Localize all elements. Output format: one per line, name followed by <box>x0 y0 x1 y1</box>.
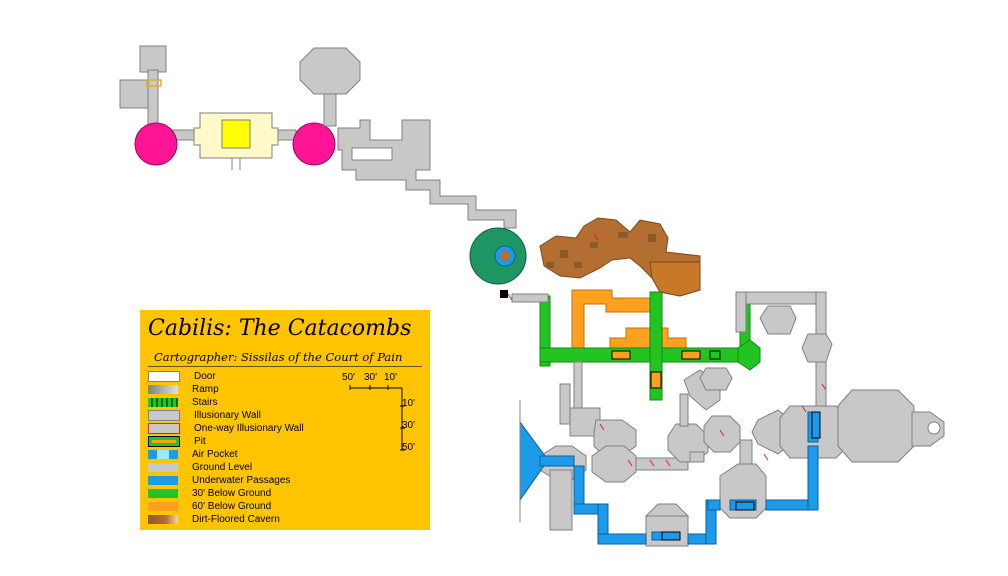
pits <box>611 350 701 389</box>
nw-door <box>146 79 162 87</box>
map-title: Cabilis: The Catacombs <box>148 316 412 341</box>
central-corridors <box>299 47 517 229</box>
legend-item-underwater: Underwater Passages <box>148 474 328 487</box>
scale-y-label: 30' <box>402 420 416 431</box>
legend-item-30-below: 30' Below Ground <box>148 487 328 500</box>
scale-x-label: 30' <box>364 372 378 383</box>
door-swatch-icon <box>148 371 180 382</box>
legend-label: Ground Level <box>192 462 253 473</box>
legend-item-oneway-wall: One-way Illusionary Wall <box>148 422 328 435</box>
teal-stair <box>500 290 508 298</box>
legend-item-illusionary-wall: Illusionary Wall <box>148 409 328 422</box>
south-ground-level <box>511 291 945 547</box>
cartographer-credit: Cartographer: Sissilas of the Court of P… <box>154 350 403 364</box>
legend-item-60-below: 60' Below Ground <box>148 500 328 513</box>
below-60-swatch-icon <box>148 502 178 511</box>
legend-label: 30' Below Ground <box>192 488 272 499</box>
legend-list: Door Ramp Stairs Illusionary Wall One-wa… <box>148 370 328 526</box>
nw-small-room <box>139 45 167 73</box>
exit-portal <box>927 421 941 435</box>
legend-label: Ramp <box>192 384 219 395</box>
door-markers <box>507 233 827 467</box>
dirt-swatch-icon <box>148 515 178 524</box>
ramp-swatch-icon <box>148 385 178 394</box>
dirt-cavern <box>539 217 701 297</box>
underwater-swatch-icon <box>148 476 178 485</box>
legend-item-door: Door <box>148 370 328 383</box>
legend-label: Pit <box>194 436 206 447</box>
legend-item-ground-level: Ground Level <box>148 461 328 474</box>
legend-panel: Cabilis: The Catacombs Cartographer: Sis… <box>140 310 430 530</box>
legend-label: Underwater Passages <box>192 475 291 486</box>
stairs-swatch-icon <box>148 398 178 407</box>
legend-divider <box>148 366 422 367</box>
corridor-zigzag <box>337 119 517 229</box>
nw-l-room <box>119 79 149 109</box>
east-circle-room <box>292 122 336 166</box>
shrine-altar <box>221 119 251 149</box>
legend-label: Air Pocket <box>192 449 238 460</box>
legend-label: Door <box>194 371 216 382</box>
oneway-wall-swatch-icon <box>148 423 180 434</box>
pit-swatch-icon <box>148 436 180 447</box>
air-pocket-center <box>500 251 510 261</box>
legend-item-stairs: Stairs <box>148 396 328 409</box>
scale-y-label: 10' <box>402 398 416 409</box>
legend-label: Illusionary Wall <box>194 410 261 421</box>
legend-item-air-pocket: Air Pocket <box>148 448 328 461</box>
air-pocket-swatch-icon <box>148 450 178 459</box>
legend-item-dirt-cavern: Dirt-Floored Cavern <box>148 513 328 526</box>
legend-item-pit: Pit <box>148 435 328 448</box>
west-circle-room <box>134 122 178 166</box>
legend-label: One-way Illusionary Wall <box>194 423 304 434</box>
scale-x-label: 50' <box>342 372 356 383</box>
scale-ruler-icon <box>349 385 405 451</box>
ground-swatch-icon <box>148 463 178 472</box>
illusionary-wall-swatch-icon <box>148 410 180 421</box>
scale-x-label: 10' <box>384 372 398 383</box>
legend-item-ramp: Ramp <box>148 383 328 396</box>
scale-y-label: 50' <box>402 442 416 453</box>
legend-label: Dirt-Floored Cavern <box>192 514 280 525</box>
north-octagon-room <box>299 47 361 95</box>
below-30-swatch-icon <box>148 489 178 498</box>
legend-label: 60' Below Ground <box>192 501 272 512</box>
nw-corridor-vertical <box>147 69 159 129</box>
legend-label: Stairs <box>192 397 218 408</box>
scale-bar: 50' 30' 10' 10' 30' 50' <box>340 372 430 453</box>
